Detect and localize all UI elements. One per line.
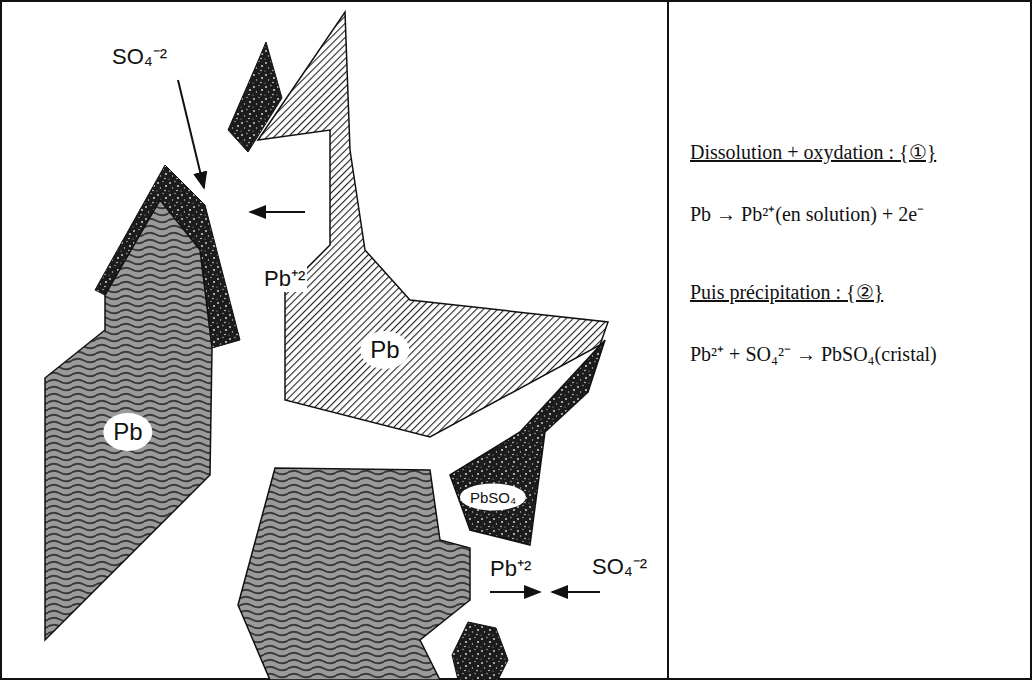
material-label: Pb <box>360 331 409 369</box>
ion-label: Pb⁺² <box>488 552 533 582</box>
ion-label: SO₄⁻² <box>590 550 649 580</box>
grain-shape <box>258 12 608 437</box>
reaction-text: Pb²⁺ + SO₄²⁻ → PbSO₄(cristal) <box>690 340 937 367</box>
sulfate-crystal: PbSO₄ <box>450 340 605 545</box>
ion-arrow <box>250 211 305 213</box>
ion-arrow <box>552 591 600 593</box>
ion-arrow <box>178 80 204 188</box>
ion-label: Pb⁺² <box>262 262 307 292</box>
ion-label: SO₄⁻² <box>110 40 169 70</box>
reaction-text: Dissolution + oxydation : {①} <box>690 140 936 164</box>
sulfate-crust <box>452 622 508 680</box>
lead-grain: Pb <box>258 12 608 437</box>
grain-outline <box>258 12 608 437</box>
material-label: PbSO₄ <box>460 484 526 511</box>
reaction-text: Pb → Pb²⁺(en solution) + 2e⁻ <box>690 200 924 227</box>
grain-shape <box>45 200 212 640</box>
ion-arrow <box>490 591 540 593</box>
material-label: Pb <box>103 413 152 451</box>
lead-grain: Pb <box>45 200 212 640</box>
divider <box>667 1 669 679</box>
grain-outline <box>450 340 605 545</box>
lead-grain <box>238 468 470 680</box>
grain-shape <box>450 340 605 545</box>
reaction-text: Puis précipitation : {②} <box>690 280 883 304</box>
